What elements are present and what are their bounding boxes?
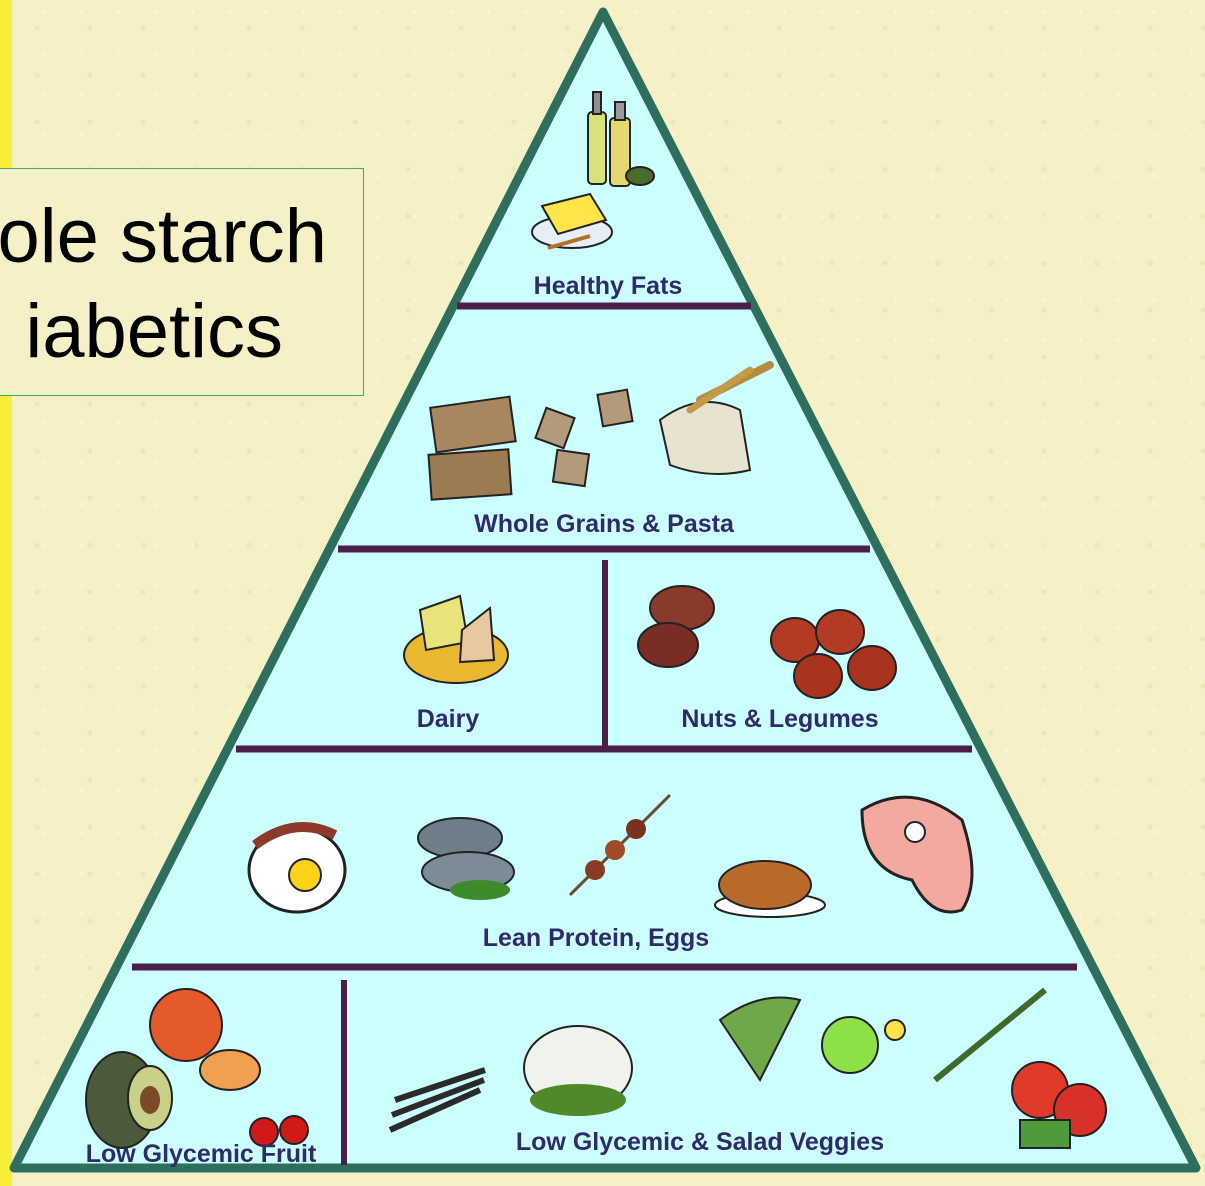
tier-label-fruit: Low Glycemic Fruit — [86, 1140, 317, 1168]
tier-label-lean-protein: Lean Protein, Eggs — [483, 924, 709, 952]
tier-label-nuts-legumes: Nuts & Legumes — [681, 705, 878, 733]
egg-bacon-icon — [249, 827, 345, 912]
tier-label-dairy: Dairy — [417, 705, 480, 733]
tier-label-veggies: Low Glycemic & Salad Veggies — [516, 1128, 884, 1156]
tier-label-healthy-fats: Healthy Fats — [534, 272, 683, 300]
tier-label-whole-grains: Whole Grains & Pasta — [474, 510, 735, 538]
